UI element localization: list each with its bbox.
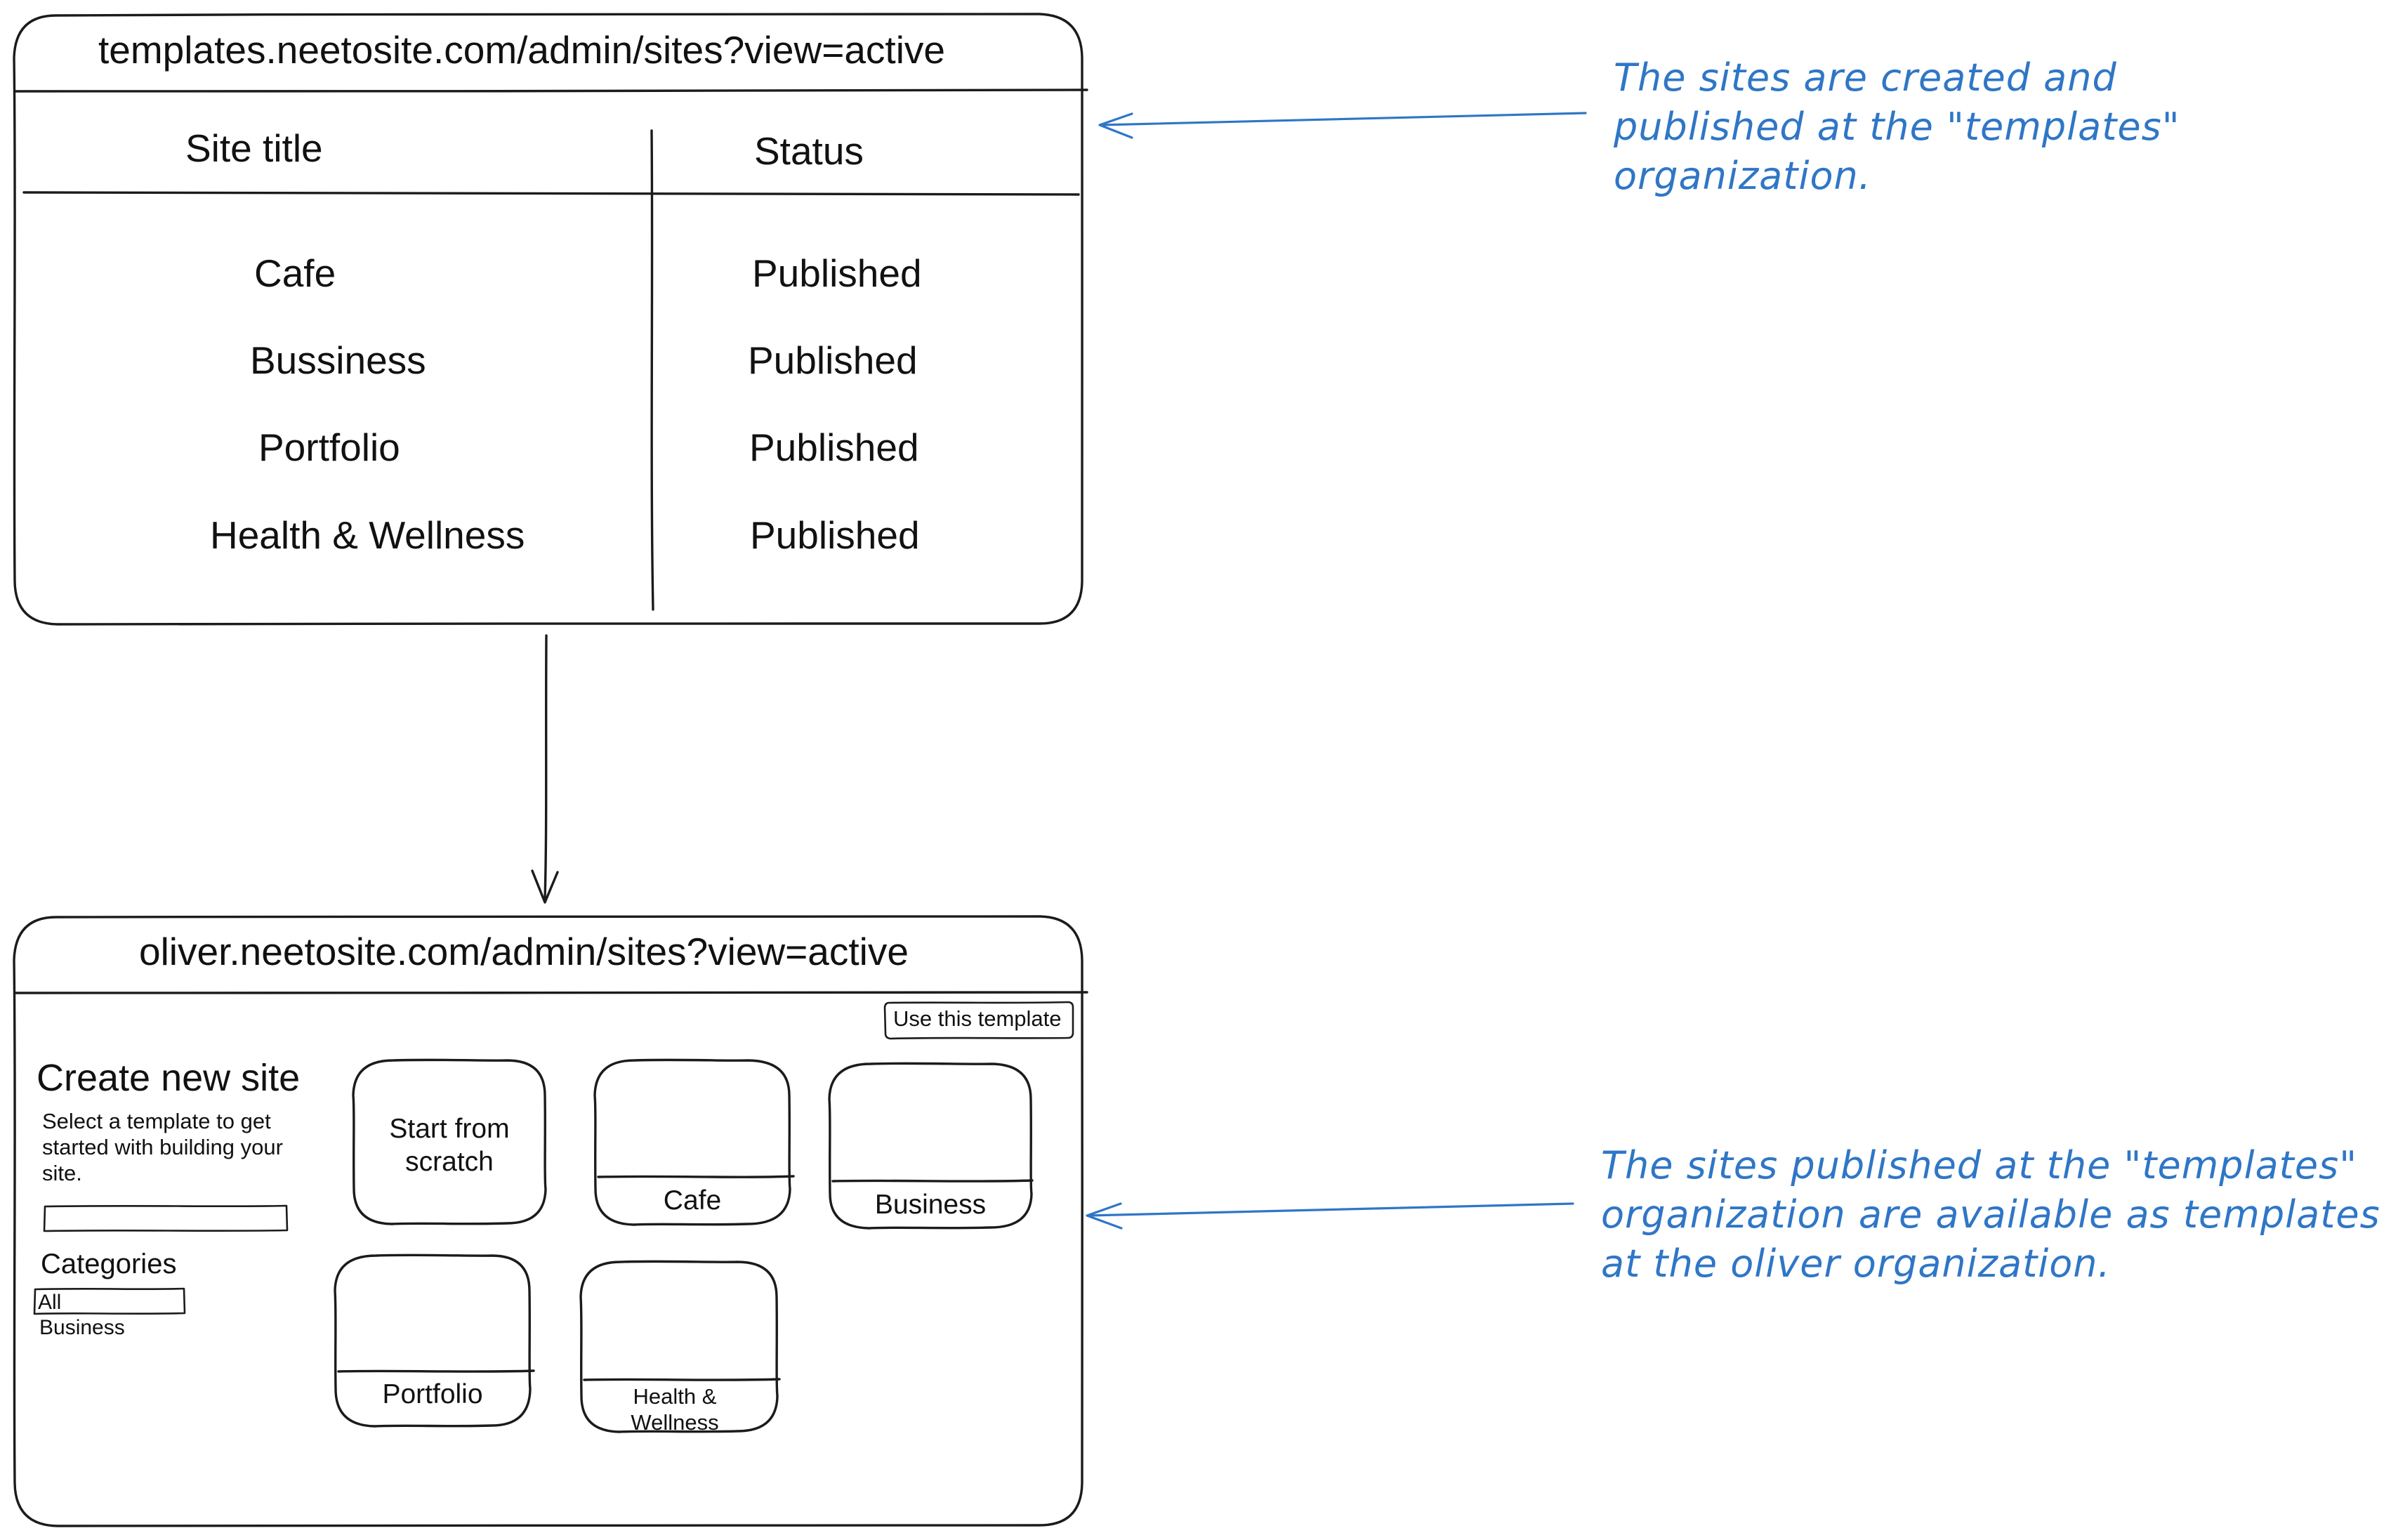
portfolio-card-outline xyxy=(334,1253,532,1428)
table-row-status: Published xyxy=(748,338,918,382)
annotation-top-arrow xyxy=(1098,112,1587,139)
table-row-title: Bussiness xyxy=(250,338,426,382)
cafe-card-divider xyxy=(597,1175,795,1178)
cafe-card-label[interactable]: Cafe xyxy=(663,1185,722,1216)
business-card-label[interactable]: Business xyxy=(874,1190,987,1220)
annotation-top-arrow-shaft xyxy=(1100,112,1587,126)
category-select-outline xyxy=(33,1287,186,1315)
health-card-label[interactable]: Health & Wellness xyxy=(631,1384,719,1435)
flow-arrow xyxy=(531,634,559,904)
oliver-url-text: oliver.neetosite.com/admin/sites?view=ac… xyxy=(139,930,909,973)
business-card-divider xyxy=(831,1179,1034,1183)
annotation-top: The sites are created and published at t… xyxy=(1614,55,2180,198)
category-select[interactable]: All xyxy=(35,1289,184,1313)
use-template-button-label: Use this template xyxy=(893,1006,1062,1031)
scratch-card-label[interactable]: Start from scratch xyxy=(354,1112,545,1178)
categories-label: Categories xyxy=(41,1249,177,1279)
templates-url-divider xyxy=(14,88,1088,93)
table-row-status: Published xyxy=(752,251,922,295)
health-card-divider xyxy=(583,1378,781,1381)
oliver-window-frame xyxy=(13,915,1084,1527)
table-row-status: Published xyxy=(749,426,919,469)
table-row-title: Portfolio xyxy=(258,426,400,469)
column-header-status: Status xyxy=(754,129,864,173)
annotation-bottom-arrow-shaft xyxy=(1087,1202,1574,1217)
portfolio-card-label[interactable]: Portfolio xyxy=(382,1379,483,1409)
use-template-button-outline xyxy=(883,1001,1074,1040)
annotation-bottom-arrow-head xyxy=(1086,1202,1123,1230)
page-description: Select a template to get started with bu… xyxy=(42,1109,283,1185)
templates-url-text: templates.neetosite.com/admin/sites?view… xyxy=(98,28,945,72)
category-option-business[interactable]: Business xyxy=(39,1316,125,1339)
table-row-title: Cafe xyxy=(254,251,336,295)
table-header-divider xyxy=(22,191,1080,196)
use-template-button[interactable]: Use this template xyxy=(885,1002,1073,1039)
annotation-bottom-arrow xyxy=(1086,1202,1574,1230)
flow-arrow-shaft xyxy=(543,634,548,900)
templates-window-frame xyxy=(13,13,1084,626)
templates-window xyxy=(13,13,1088,626)
table-row-title: Health & Wellness xyxy=(210,513,525,557)
search-field-outline xyxy=(43,1204,289,1232)
cafe-card-outline xyxy=(593,1058,791,1226)
health-card-outline xyxy=(579,1260,779,1433)
business-card-outline xyxy=(828,1062,1033,1230)
oliver-url-divider xyxy=(14,991,1088,994)
annotation-top-arrow-head xyxy=(1098,112,1133,139)
scratch-card-outline xyxy=(352,1058,547,1225)
category-select-value: All xyxy=(38,1291,62,1314)
oliver-window xyxy=(13,915,1088,1527)
scratch-card-text: Start from scratch xyxy=(389,1114,510,1177)
column-header-site-title: Site title xyxy=(185,126,323,170)
table-row-status: Published xyxy=(750,513,920,557)
table-column-divider xyxy=(650,129,654,611)
page-title: Create new site xyxy=(37,1057,301,1099)
search-input[interactable] xyxy=(45,1206,286,1230)
flow-arrow-head xyxy=(531,869,559,904)
annotation-bottom: The sites published at the "templates" o… xyxy=(1601,1143,2380,1286)
